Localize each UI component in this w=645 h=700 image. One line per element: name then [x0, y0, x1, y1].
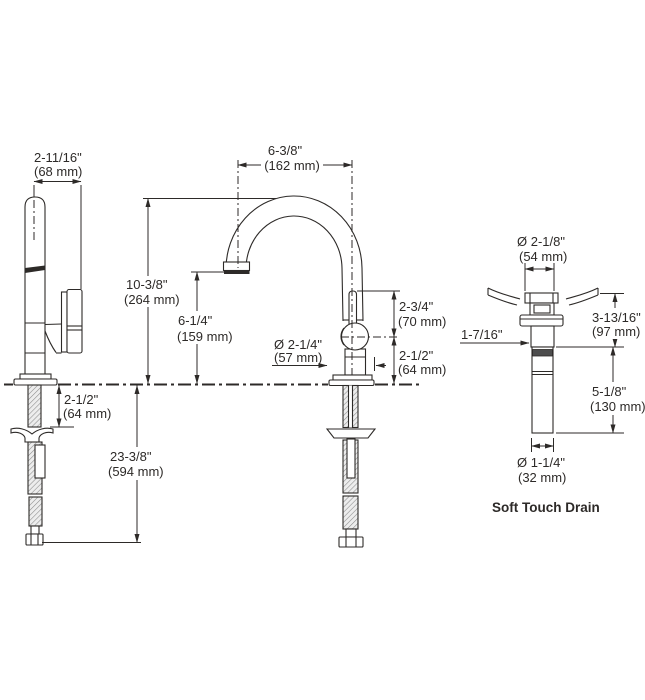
dim-overall-height-mm: (264 mm)	[124, 292, 180, 307]
aerator	[224, 270, 250, 274]
side-lift-rod	[34, 444, 46, 479]
spout-outer-edge	[225, 195, 364, 322]
dim-deck-thickness-mm: (64 mm)	[63, 406, 111, 421]
front-handle-lever	[348, 290, 358, 326]
dim-base-diameter-in: Ø 2-1/4"	[274, 337, 322, 352]
dim-ball-to-deck-mm: (64 mm)	[398, 362, 446, 377]
front-base-step	[332, 374, 373, 381]
dim-handle-reach-in: 2-11/16"	[34, 150, 82, 165]
dim-overall-height: 10-3/8" (264 mm)	[123, 198, 276, 384]
side-shank	[27, 384, 42, 428]
dim-drain-top-mm: (97 mm)	[592, 324, 640, 339]
dim-ball-to-deck: 2-1/2" (64 mm)	[391, 336, 446, 384]
side-body	[24, 196, 46, 375]
dim-drain-flange-in: Ø 2-1/8"	[517, 234, 565, 249]
dim-deck-thickness: 2-1/2" (64 mm)	[50, 385, 111, 428]
drain-assembly	[487, 287, 599, 434]
side-handle-arm	[60, 291, 68, 353]
sink-bowl-left	[487, 287, 521, 300]
dim-base-diameter-mm: (57 mm)	[274, 350, 322, 365]
drain-tailpiece	[531, 346, 554, 434]
spout-fill	[225, 195, 363, 321]
dim-deck-thickness-in: 2-1/2"	[64, 392, 99, 407]
dim-handle-height: 2-3/4" (70 mm)	[357, 290, 446, 338]
front-base-flange	[328, 379, 375, 387]
dim-supply-length-in: 23-3/8"	[110, 449, 152, 464]
sink-bowl-right	[565, 287, 599, 300]
drain-flange	[519, 314, 564, 327]
front-supply-hose	[338, 438, 364, 548]
front-lift-rod	[346, 438, 356, 479]
dim-drain-tail-diameter: Ø 1-1/4" (32 mm)	[517, 438, 566, 485]
dim-supply-length-mm: (594 mm)	[108, 464, 164, 479]
front-mounting-washer	[325, 428, 377, 439]
dim-spout-height-mm: (159 mm)	[177, 329, 233, 344]
dim-drain-tail-length: 5-1/8" (130 mm)	[556, 346, 645, 434]
side-mounting-nut	[10, 427, 54, 443]
dim-drain-tail-diameter-mm: (32 mm)	[518, 470, 566, 485]
front-shank	[342, 384, 359, 429]
dim-drain-tail-length-mm: (130 mm)	[590, 399, 645, 414]
side-handle-grip	[66, 288, 83, 354]
dim-spout-reach-in: 6-3/8"	[268, 143, 303, 158]
drain-thread	[530, 325, 555, 348]
dim-drain-flange-diameter: Ø 2-1/8" (54 mm)	[517, 234, 567, 291]
side-body-accent-band	[25, 265, 45, 273]
spout-inner-edge	[245, 215, 344, 322]
dim-handle-height-mm: (70 mm)	[398, 314, 446, 329]
centerlines	[33, 160, 400, 375]
dim-base-diameter: Ø 2-1/4" (57 mm)	[272, 337, 386, 371]
dim-spout-height-in: 6-1/4"	[178, 313, 213, 328]
front-view-faucet	[222, 195, 377, 548]
dim-handle-reach: 2-11/16" (68 mm)	[33, 150, 82, 289]
dim-drain-tail-length-in: 5-1/8"	[592, 384, 627, 399]
front-neck	[344, 348, 367, 376]
dim-drain-tail-diameter-in: Ø 1-1/4"	[517, 455, 565, 470]
side-base-step	[19, 373, 52, 380]
dim-drain-flange-mm: (54 mm)	[519, 249, 567, 264]
dim-drain-top-in: 3-13/16"	[592, 310, 641, 325]
dim-spout-height: 6-1/4" (159 mm)	[176, 271, 236, 384]
dim-spout-reach-mm: (162 mm)	[264, 158, 320, 173]
dim-handle-height-in: 2-3/4"	[399, 299, 434, 314]
spout-outlet	[222, 261, 251, 272]
side-supply-hose	[25, 441, 46, 546]
side-view-faucet	[10, 196, 83, 546]
dim-handle-reach-mm: (68 mm)	[34, 164, 82, 179]
dim-drain-top-height: 3-13/16" (97 mm)	[556, 293, 645, 348]
dim-spout-reach: 6-3/8" (162 mm)	[237, 143, 353, 173]
drain-caption: Soft Touch Drain	[492, 500, 600, 515]
dim-ball-to-deck-in: 2-1/2"	[399, 348, 434, 363]
dim-drain-thread-in: 1-7/16"	[461, 327, 503, 342]
dim-supply-length: 23-3/8" (594 mm)	[42, 385, 167, 543]
side-base-flange	[13, 378, 58, 386]
dim-drain-thread: 1-7/16"	[460, 327, 530, 346]
dim-overall-height-in: 10-3/8"	[126, 277, 168, 292]
